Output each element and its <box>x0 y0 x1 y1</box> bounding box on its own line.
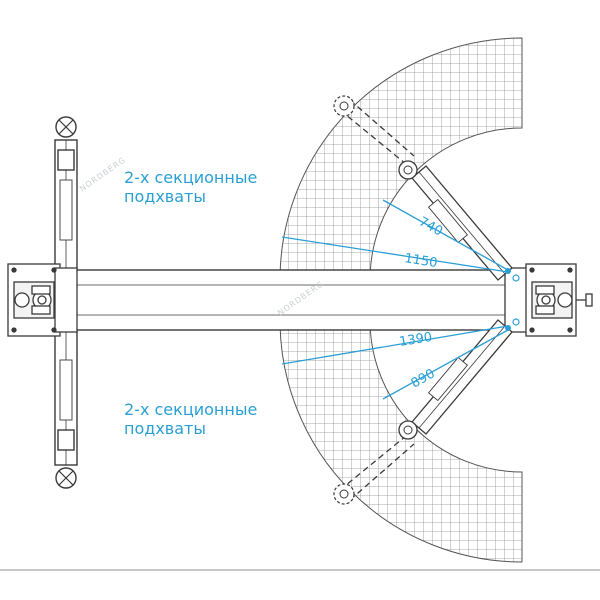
dim-label-1390: 1390 <box>398 330 433 350</box>
watermark-upper: NORDBERG <box>78 155 128 194</box>
right-post <box>504 263 593 337</box>
dim-line-1390 <box>281 325 509 365</box>
left-bottom-marker-icon <box>55 467 77 489</box>
main-crossbar <box>74 269 516 331</box>
upper-arm-swing-area <box>279 37 523 275</box>
left-post <box>7 263 78 337</box>
bottom-arm-label-line1: 2-х секционные <box>124 400 258 419</box>
lower-arm-end-pad-icon <box>333 483 355 505</box>
bottom-arm-label-line2: подхваты <box>124 419 206 438</box>
dim-line-740 <box>382 199 509 271</box>
bottom-arm-label: 2-х секционные подхваты <box>124 400 257 438</box>
lower-arm-swing-area <box>279 325 523 563</box>
upper-arm-pad-icon <box>398 160 418 180</box>
lower-arm-pad-icon <box>398 420 418 440</box>
dim-line-890 <box>382 329 509 400</box>
dimension-lines <box>281 199 509 400</box>
lower-lift-arm <box>339 319 513 501</box>
dim-label-1150: 1150 <box>403 251 438 271</box>
left-top-marker-icon <box>55 116 77 138</box>
upper-arm-end-pad-icon <box>333 95 355 117</box>
top-arm-label-line1: 2-х секционные <box>124 168 258 187</box>
top-arm-label: 2-х секционные подхваты <box>124 168 257 206</box>
top-arm-label-line2: подхваты <box>124 187 206 206</box>
upper-lift-arm <box>339 99 513 281</box>
dim-line-1150 <box>281 236 509 273</box>
dimension-endpoints <box>505 268 520 331</box>
